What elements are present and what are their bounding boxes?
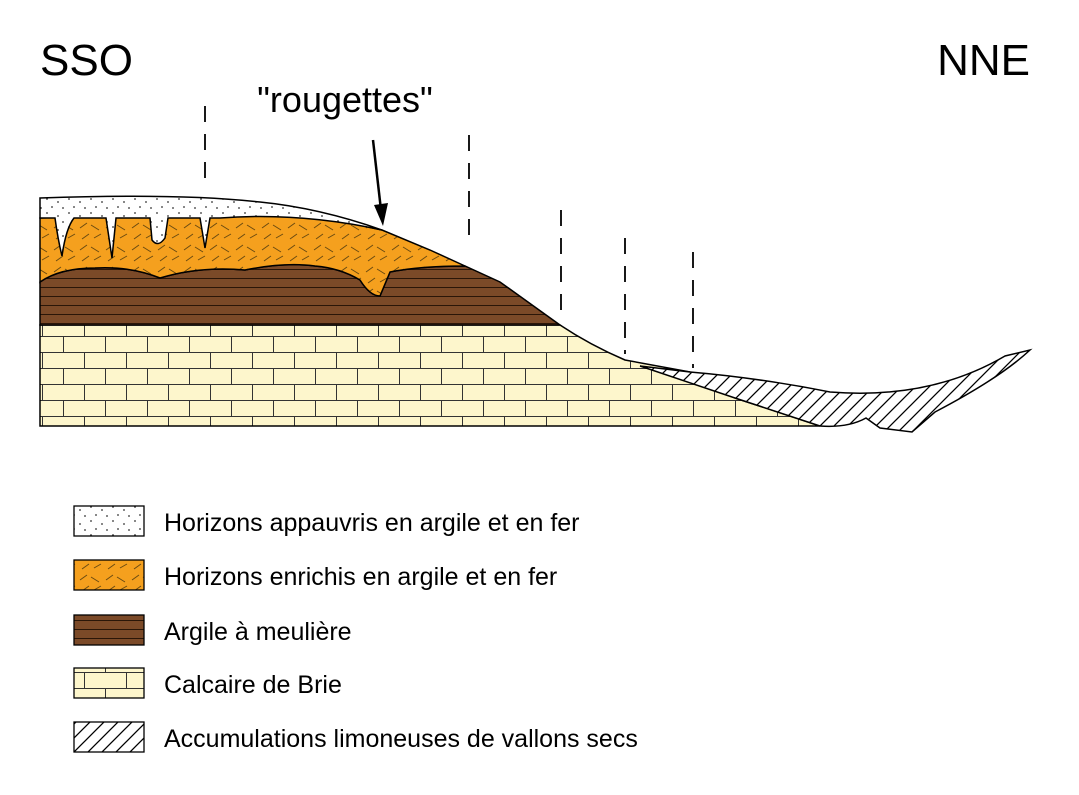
diagonal-hatch-icon bbox=[73, 721, 145, 753]
dashes-on-orange-icon bbox=[73, 559, 145, 591]
dots-icon bbox=[73, 505, 145, 537]
argile-a-meuliere-layer bbox=[39, 263, 563, 326]
legend-label: Calcaire de Brie bbox=[164, 671, 342, 699]
legend: Horizons appauvris en argile et en fer H… bbox=[73, 505, 638, 753]
legend-label: Accumulations limoneuses de vallons secs bbox=[164, 725, 638, 753]
legend-item: Calcaire de Brie bbox=[73, 667, 342, 699]
rougettes-arrow bbox=[371, 139, 388, 226]
orientation-right-label: NNE bbox=[937, 36, 1030, 85]
rougettes-label: "rougettes" bbox=[257, 79, 433, 120]
legend-item: Argile à meulière bbox=[73, 614, 352, 646]
horizontal-lines-on-brown-icon bbox=[73, 614, 145, 646]
legend-label: Horizons enrichis en argile et en fer bbox=[164, 563, 557, 591]
accumulations-limoneuses-layer bbox=[639, 348, 1033, 433]
legend-item: Horizons enrichis en argile et en fer bbox=[73, 559, 557, 591]
orientation-left-label: SSO bbox=[40, 36, 133, 85]
legend-item: Horizons appauvris en argile et en fer bbox=[73, 505, 580, 537]
profile-lines bbox=[204, 106, 694, 368]
horizons-appauvris-layer bbox=[39, 195, 383, 259]
legend-item: Accumulations limoneuses de vallons secs bbox=[73, 721, 638, 753]
brick-icon bbox=[73, 667, 145, 699]
legend-label: Horizons appauvris en argile et en fer bbox=[164, 509, 580, 537]
legend-label: Argile à meulière bbox=[164, 618, 352, 646]
